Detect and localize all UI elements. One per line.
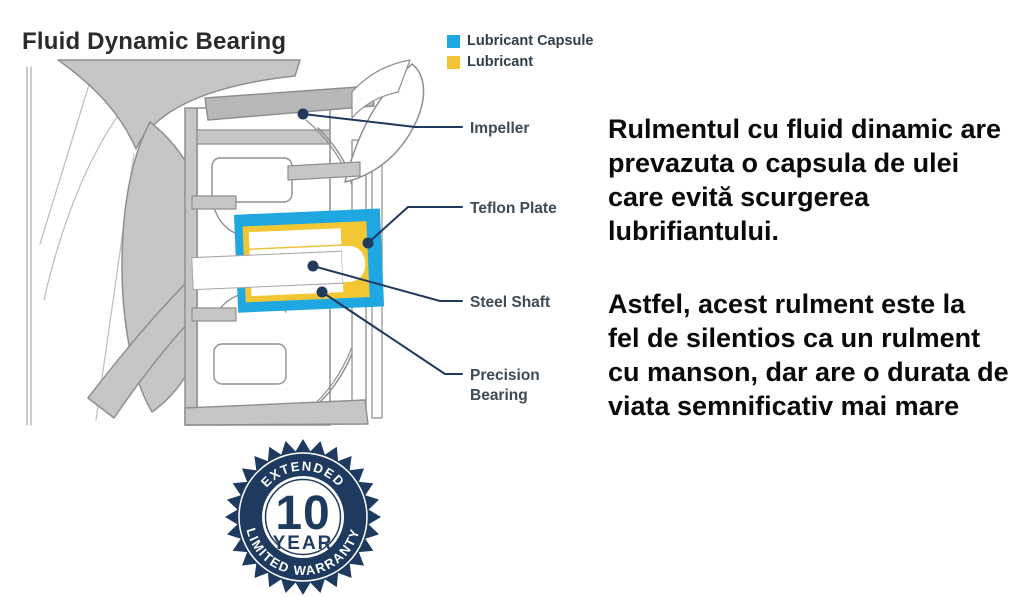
stator-tooth-upper bbox=[191, 195, 237, 210]
label-impeller: Impeller bbox=[470, 120, 529, 137]
label-teflon-plate: Teflon Plate bbox=[470, 200, 557, 217]
label-steel-shaft: Steel Shaft bbox=[470, 294, 550, 311]
legend-item-lubricant-capsule: Lubricant Capsule bbox=[447, 33, 594, 49]
stator-tooth-lower bbox=[191, 307, 237, 322]
impeller-bar bbox=[204, 85, 375, 121]
stator-coil-bottom bbox=[213, 343, 287, 385]
steel-shaft bbox=[191, 250, 344, 291]
callout-dot-impeller bbox=[297, 108, 309, 120]
legend-label: Lubricant bbox=[467, 54, 534, 70]
description-paragraph-1: Rulmentul cu fluid dinamic are prevazuta… bbox=[608, 114, 1002, 246]
shaft-end-plug bbox=[341, 245, 366, 283]
badge-center bbox=[262, 476, 344, 558]
description-text: Rulmentul cu fluid dinamic are prevazuta… bbox=[608, 112, 1020, 423]
label-precision-bearing-line2: Bearing bbox=[470, 387, 528, 404]
legend-item-lubricant: Lubricant bbox=[447, 54, 594, 70]
badge-unit: YEAR bbox=[273, 533, 334, 554]
label-precision-bearing-line1: Precision bbox=[470, 367, 540, 384]
callout-lines bbox=[302, 113, 463, 375]
callout-line-impeller bbox=[302, 113, 463, 128]
fan-blade-top-right-small bbox=[351, 59, 411, 119]
warranty-badge: EXTENDED LIMITED WARRANTY 10 YEAR bbox=[225, 439, 381, 595]
stator-arm bbox=[287, 161, 361, 181]
badge-separator-ring bbox=[238, 452, 368, 582]
legend: Lubricant Capsule Lubricant bbox=[447, 33, 594, 70]
fan-edge-lines bbox=[26, 66, 32, 426]
callout-dots bbox=[297, 108, 374, 298]
callout-dot-steel-shaft bbox=[307, 260, 319, 272]
lubricant-swatch-icon bbox=[447, 55, 460, 69]
callout-line-teflon-plate bbox=[367, 206, 463, 244]
callout-line-precision-bearing bbox=[321, 291, 463, 375]
base-bar bbox=[184, 399, 369, 426]
description-paragraph-2: Astfel, acest rulment este la fel de sil… bbox=[608, 289, 1009, 421]
badge-value: 10 bbox=[275, 487, 330, 540]
motor-frame-top-band bbox=[196, 129, 331, 145]
badge-inner-ring bbox=[264, 478, 342, 556]
legend-label: Lubricant Capsule bbox=[467, 33, 594, 49]
page-title: Fluid Dynamic Bearing bbox=[22, 28, 287, 55]
lubricant-capsule-swatch-icon bbox=[447, 34, 460, 48]
bearing-assembly bbox=[191, 208, 385, 313]
callout-line-steel-shaft bbox=[312, 265, 463, 302]
callout-dot-precision-bearing bbox=[316, 286, 328, 298]
callout-dot-teflon-plate bbox=[362, 237, 374, 249]
